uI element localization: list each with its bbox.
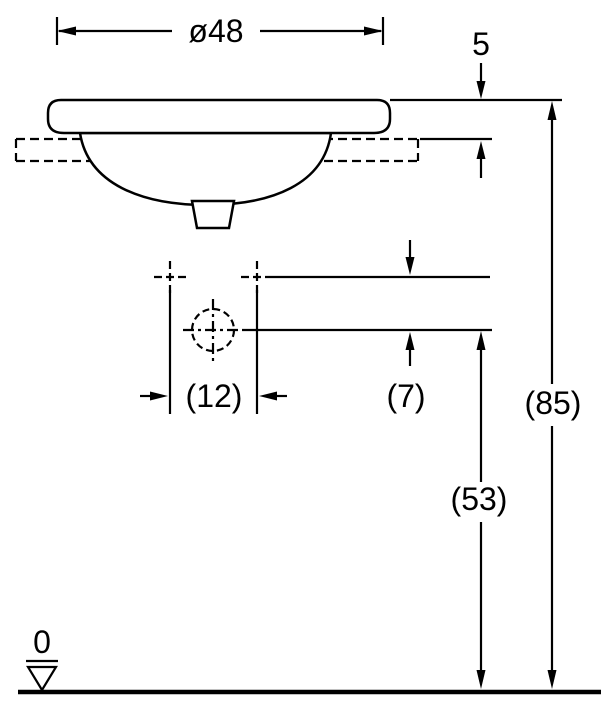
rim-height-arrowhead-up xyxy=(476,141,486,159)
diameter-arrowhead-right xyxy=(364,26,383,36)
tap-to-drain-arrowhead-down xyxy=(405,257,415,275)
tap-to-drain-label: (7) xyxy=(386,378,425,414)
rim-height-label: 5 xyxy=(472,26,490,62)
basin-drain-outlet xyxy=(190,199,236,230)
dimension-diameter: ø48 xyxy=(55,13,385,49)
dimension-tap-to-drain: (7) xyxy=(386,240,426,414)
drain-height-arrowhead-up xyxy=(476,331,486,350)
tap-spacing-arrowhead-left xyxy=(150,391,168,401)
rim-height-arrowhead-down xyxy=(476,81,486,99)
tap-hole-markers xyxy=(154,261,273,293)
drain-height-arrowhead-down xyxy=(476,670,486,689)
dimension-overall-height: (85) xyxy=(525,101,582,689)
dimension-drain-height: (53) xyxy=(451,331,508,689)
overall-height-label: (85) xyxy=(525,385,582,421)
basin-rim xyxy=(46,98,392,135)
datum-triangle-icon xyxy=(26,665,58,693)
tap-spacing-arrowhead-right xyxy=(259,391,277,401)
overall-height-arrowhead-down xyxy=(547,670,557,689)
drain-outlet-marker xyxy=(183,299,243,361)
tap-spacing-label: (12) xyxy=(186,378,243,414)
basin-side-view xyxy=(46,98,392,230)
diameter-arrowhead-left xyxy=(57,26,76,36)
dimension-tap-spacing: (12) xyxy=(140,378,287,414)
tap-to-drain-arrowhead-up xyxy=(405,332,415,350)
datum-symbol: 0 xyxy=(26,624,58,693)
drain-height-label: (53) xyxy=(451,481,508,517)
reference-lines xyxy=(168,98,562,414)
dimension-rim-height: 5 xyxy=(472,26,490,178)
overall-height-arrowhead-up xyxy=(547,101,557,120)
datum-zero-label: 0 xyxy=(33,624,51,660)
basin-bowl xyxy=(78,131,333,207)
diameter-label: ø48 xyxy=(188,13,243,49)
